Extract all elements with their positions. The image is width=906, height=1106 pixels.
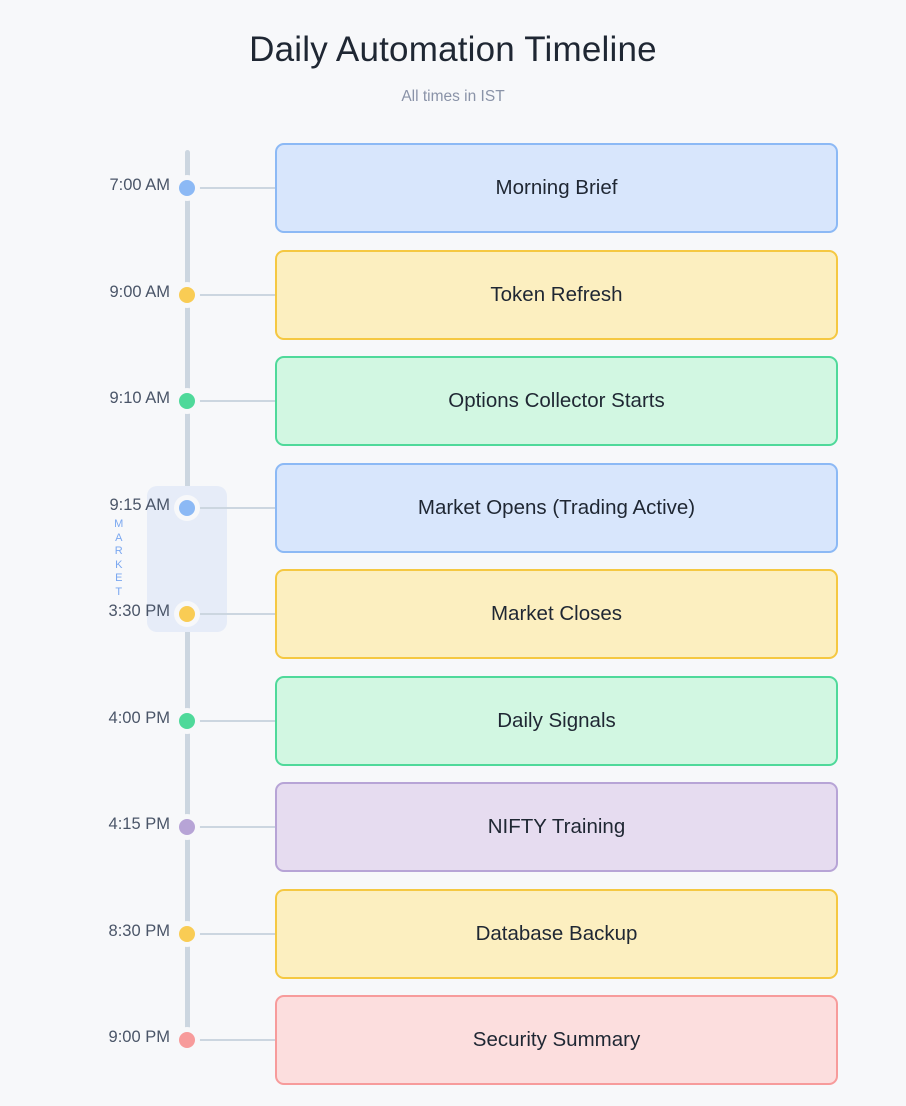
event-dot-marker[interactable]	[174, 920, 200, 947]
event-card[interactable]: Token Refresh	[275, 249, 838, 340]
event-card-label: Token Refresh	[490, 282, 623, 306]
event-card[interactable]: Security Summary	[275, 995, 838, 1085]
event-dot-icon	[179, 606, 195, 622]
page-subtitle: All times in IST	[401, 88, 505, 105]
event-time-label: 4:00 PM	[108, 708, 170, 727]
event-connector-line	[196, 613, 275, 615]
event-card[interactable]: Morning Brief	[275, 143, 838, 233]
event-connector-line	[196, 1039, 275, 1041]
page-header: Daily Automation Timeline All times in I…	[0, 0, 906, 106]
timeline-event-row[interactable]: 8:30 PM Database Backup	[0, 888, 906, 979]
event-card[interactable]: Daily Signals	[275, 675, 838, 766]
timeline-event-row[interactable]: 4:00 PM Daily Signals	[0, 675, 906, 766]
timeline-event-row[interactable]: 3:30 PM Market Closes	[0, 569, 906, 659]
event-dot-marker[interactable]	[174, 175, 200, 201]
event-dot-marker[interactable]	[174, 707, 200, 734]
event-card[interactable]: Market Opens (Trading Active)	[275, 462, 838, 553]
event-card[interactable]: NIFTY Training	[275, 782, 838, 872]
event-dot-marker[interactable]	[174, 814, 200, 840]
event-dot-marker[interactable]	[174, 494, 200, 521]
event-time-label: 9:10 AM	[109, 389, 170, 407]
event-card[interactable]: Database Backup	[275, 888, 838, 979]
event-time-label: 9:00 AM	[109, 282, 170, 301]
event-card-label: Market Opens (Trading Active)	[417, 495, 696, 519]
event-time-label: 4:15 PM	[108, 815, 170, 833]
event-card-label: Database Backup	[475, 921, 638, 945]
event-dot-icon	[179, 286, 195, 303]
timeline-event-row[interactable]: 9:00 PM Security Summary	[0, 995, 906, 1085]
market-hours-label: M A R K E T	[114, 518, 124, 598]
event-dot-icon	[179, 712, 195, 729]
event-connector-line	[196, 826, 275, 828]
timeline-event-row[interactable]: 7:00 AM Morning Brief	[0, 143, 906, 233]
event-dot-icon	[179, 180, 195, 196]
timeline-event-row[interactable]: 9:00 AM Token Refresh	[0, 249, 906, 340]
event-connector-line	[196, 293, 275, 296]
event-card-label: Security Summary	[472, 1028, 641, 1051]
page-title: Daily Automation Timeline	[249, 30, 657, 69]
event-connector-line	[196, 719, 275, 722]
event-connector-line	[196, 506, 275, 509]
event-dot-icon	[179, 819, 195, 835]
event-dot-icon	[179, 393, 195, 409]
event-card-label: NIFTY Training	[487, 815, 626, 838]
timeline-event-row[interactable]: 4:15 PM NIFTY Training	[0, 782, 906, 872]
event-time-label: 8:30 PM	[108, 921, 170, 940]
event-dot-icon	[179, 499, 195, 516]
event-card-label: Morning Brief	[495, 176, 618, 199]
event-dot-icon	[179, 925, 195, 942]
event-dot-marker[interactable]	[174, 601, 200, 627]
event-time-label: 3:30 PM	[108, 602, 170, 620]
event-dot-icon	[179, 1032, 195, 1048]
event-dot-marker[interactable]	[174, 388, 200, 414]
event-card-label: Market Closes	[490, 602, 622, 625]
event-card-label: Daily Signals	[497, 708, 616, 732]
event-time-label: 9:00 PM	[108, 1028, 170, 1046]
event-connector-line	[196, 932, 275, 935]
event-card-label: Options Collector Starts	[448, 389, 665, 412]
event-connector-line	[196, 400, 275, 402]
event-card[interactable]: Options Collector Starts	[275, 356, 838, 446]
event-time-label: 7:00 AM	[109, 176, 170, 194]
timeline-event-row[interactable]: 9:15 AM Market Opens (Trading Active)	[0, 462, 906, 553]
event-card[interactable]: Market Closes	[275, 569, 838, 659]
event-time-label: 9:15 AM	[109, 495, 170, 514]
timeline-event-row[interactable]: 9:10 AM Options Collector Starts	[0, 356, 906, 446]
event-dot-marker[interactable]	[174, 281, 200, 308]
event-dot-marker[interactable]	[174, 1027, 200, 1053]
event-connector-line	[196, 187, 275, 189]
